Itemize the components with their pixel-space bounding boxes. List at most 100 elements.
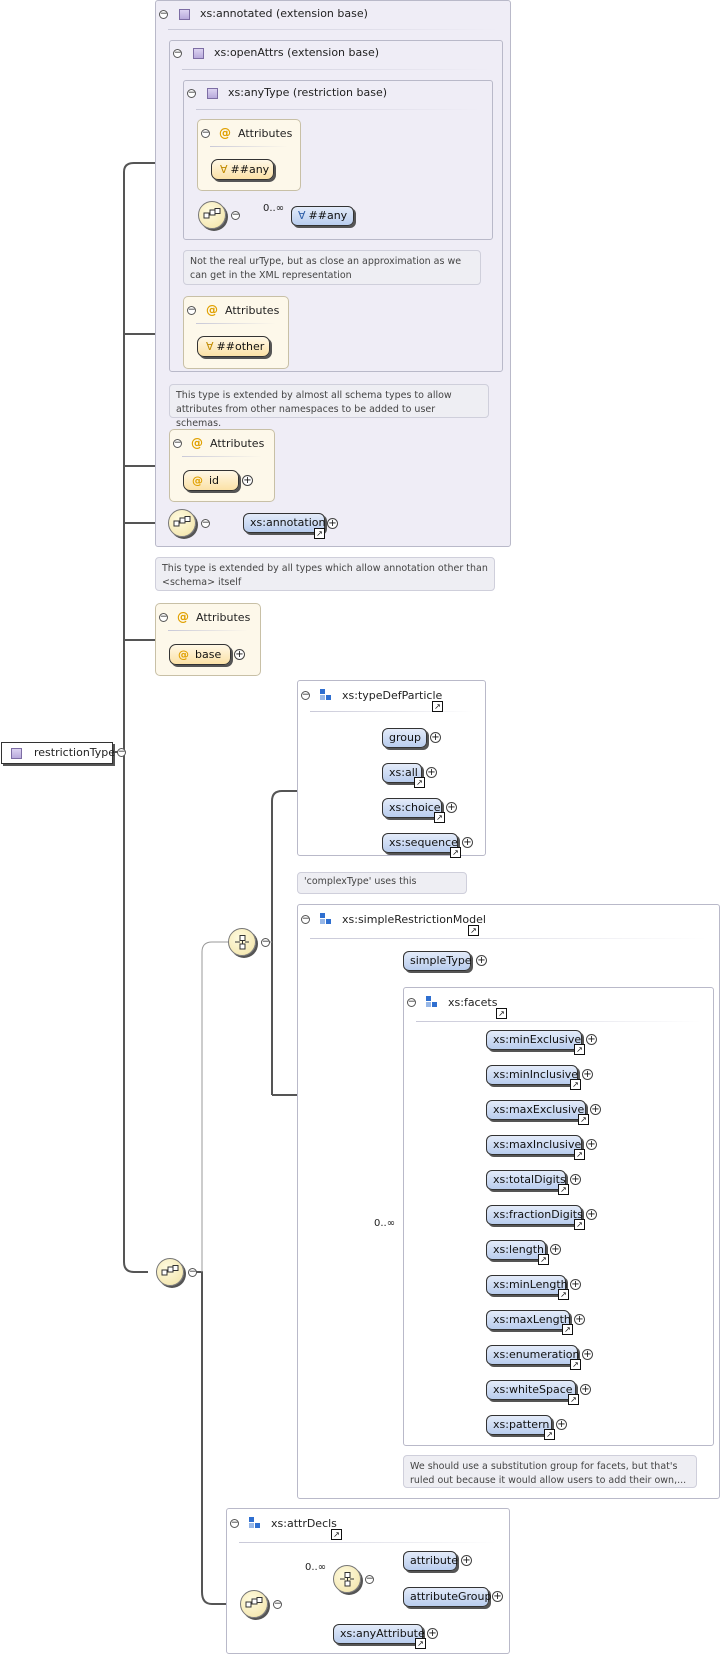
facets-toggle[interactable]: − [407, 997, 416, 1007]
typedefparticle-toggle[interactable]: − [301, 690, 310, 700]
simplerestrictionmodel-ref-icon[interactable]: ↗ [468, 925, 479, 936]
id-attribute[interactable]: @ id [183, 470, 239, 491]
facet-ref-icon[interactable]: ↗ [570, 1079, 581, 1090]
any-element-wildcard[interactable]: ∀##any [291, 206, 354, 226]
annotation-element[interactable]: xs:annotation [243, 513, 326, 533]
openattrs-attributes-toggle[interactable]: − [187, 305, 196, 315]
attribute-element[interactable]: attribute [403, 1551, 458, 1571]
facet-minexclusive[interactable]: xs:minExclusive [486, 1030, 582, 1050]
choice-compositor[interactable] [333, 1565, 361, 1593]
typedefparticle-ref-icon[interactable]: ↗ [432, 701, 443, 712]
anyattribute-expand[interactable]: + [427, 1628, 438, 1639]
facet-maxlength[interactable]: xs:maxLength [486, 1310, 571, 1330]
facet-fractiondigits[interactable]: xs:fractionDigits [486, 1205, 583, 1225]
annotated-toggle[interactable]: − [159, 9, 168, 19]
facet-totaldigits[interactable]: xs:totalDigits [486, 1170, 566, 1190]
group-element[interactable]: group [382, 728, 427, 748]
simpletype-element[interactable]: simpleType [403, 951, 472, 971]
attrdecls-seq-toggle[interactable]: − [273, 1599, 282, 1609]
facet-expand[interactable]: + [570, 1174, 581, 1185]
id-attribute-label: id [209, 474, 220, 487]
any-attribute-wildcard[interactable]: ∀##any [211, 159, 274, 180]
all-expand[interactable]: + [426, 767, 437, 778]
sequence-compositor[interactable] [240, 1590, 268, 1618]
facet-maxinclusive[interactable]: xs:maxInclusive [486, 1135, 582, 1155]
facet-ref-icon[interactable]: ↗ [574, 1044, 585, 1055]
inner-choice-toggle[interactable]: − [261, 937, 270, 947]
attrdecls-choice-toggle[interactable]: − [365, 1574, 374, 1584]
facet-mininclusive[interactable]: xs:minInclusive [486, 1065, 578, 1085]
anyattribute-element[interactable]: xs:anyAttribute [333, 1624, 425, 1644]
facet-ref-icon[interactable]: ↗ [574, 1149, 585, 1160]
attribute-expand[interactable]: + [461, 1555, 472, 1566]
annotated-sequence-toggle[interactable]: − [201, 518, 210, 528]
sequence-ref-icon[interactable]: ↗ [450, 847, 461, 858]
openattrs-attributes-title: Attributes [225, 304, 280, 317]
base-attribute[interactable]: @base [169, 644, 231, 665]
facet-expand[interactable]: + [570, 1279, 581, 1290]
annotation-expand[interactable]: + [327, 518, 338, 529]
attributegroup-expand[interactable]: + [492, 1591, 503, 1602]
base-expand[interactable]: + [234, 649, 245, 660]
facet-ref-icon[interactable]: ↗ [570, 1359, 581, 1370]
choice-ref-icon[interactable]: ↗ [434, 812, 445, 823]
facet-expand[interactable]: + [586, 1209, 597, 1220]
other-attribute-wildcard[interactable]: ∀##other [197, 336, 270, 357]
facet-expand[interactable]: + [574, 1314, 585, 1325]
typedefparticle-title: xs:typeDefParticle [342, 689, 443, 702]
simpletype-expand[interactable]: + [476, 955, 487, 966]
facet-ref-icon[interactable]: ↗ [578, 1114, 589, 1125]
facet-expand[interactable]: + [590, 1104, 601, 1115]
attribute-icon: @ [192, 474, 203, 487]
sequence-compositor[interactable] [198, 201, 226, 229]
sequence-compositor[interactable] [168, 509, 196, 537]
facet-expand[interactable]: + [582, 1349, 593, 1360]
restriction-type-root[interactable]: restrictionType [1, 742, 115, 764]
attrdecls-ref-icon[interactable]: ↗ [331, 1529, 342, 1540]
facet-enumeration[interactable]: xs:enumeration [486, 1345, 579, 1365]
openattrs-toggle[interactable]: − [173, 48, 182, 58]
anytype-toggle[interactable]: − [187, 88, 196, 98]
facets-ref-icon[interactable]: ↗ [496, 1008, 507, 1019]
group-expand[interactable]: + [430, 732, 441, 743]
facet-expand[interactable]: + [550, 1244, 561, 1255]
facet-ref-icon[interactable]: ↗ [574, 1219, 585, 1230]
facet-ref-icon[interactable]: ↗ [558, 1289, 569, 1300]
all-ref-icon[interactable]: ↗ [414, 777, 425, 788]
facet-expand[interactable]: + [586, 1034, 597, 1045]
choice-expand[interactable]: + [446, 802, 457, 813]
simplerestrictionmodel-toggle[interactable]: − [301, 914, 310, 924]
attrdecls-toggle[interactable]: − [230, 1518, 239, 1528]
sequence-element[interactable]: xs:sequence [382, 833, 458, 853]
facet-maxexclusive[interactable]: xs:maxExclusive [486, 1100, 586, 1120]
facet-expand[interactable]: + [580, 1384, 591, 1395]
facet-expand[interactable]: + [586, 1139, 597, 1150]
facet-minlength[interactable]: xs:minLength [486, 1275, 568, 1295]
anytype-attributes-toggle[interactable]: − [201, 128, 210, 138]
facet-pattern[interactable]: xs:pattern [486, 1415, 552, 1435]
facet-ref-icon[interactable]: ↗ [544, 1429, 555, 1440]
choice-compositor[interactable] [156, 1258, 184, 1286]
root-toggle[interactable]: − [117, 747, 126, 757]
facet-ref-icon[interactable]: ↗ [568, 1394, 579, 1405]
anyattribute-ref-icon[interactable]: ↗ [415, 1638, 426, 1649]
facet-whitespace[interactable]: xs:whiteSpace [486, 1380, 576, 1400]
annotation-ref-icon[interactable]: ↗ [314, 528, 325, 539]
facet-length[interactable]: xs:length [486, 1240, 546, 1260]
facet-expand[interactable]: + [556, 1419, 567, 1430]
facet-ref-icon[interactable]: ↗ [538, 1254, 549, 1265]
annotated-attributes-toggle[interactable]: − [173, 438, 182, 448]
facet-expand[interactable]: + [582, 1069, 593, 1080]
attributegroup-element[interactable]: attributeGroup [403, 1587, 491, 1607]
sequence-icon [161, 1265, 179, 1276]
sequence-expand[interactable]: + [462, 837, 473, 848]
facet-ref-icon[interactable]: ↗ [562, 1324, 573, 1335]
facet-ref-icon[interactable]: ↗ [558, 1184, 569, 1195]
main-choice-toggle[interactable]: − [188, 1267, 197, 1277]
all-element[interactable]: xs:all [382, 763, 422, 783]
id-expand[interactable]: + [242, 475, 253, 486]
restriction-attributes-toggle[interactable]: − [159, 612, 168, 622]
anytype-sequence-toggle[interactable]: − [231, 210, 240, 220]
choice-element[interactable]: xs:choice [382, 798, 442, 818]
choice-compositor[interactable] [228, 928, 256, 956]
